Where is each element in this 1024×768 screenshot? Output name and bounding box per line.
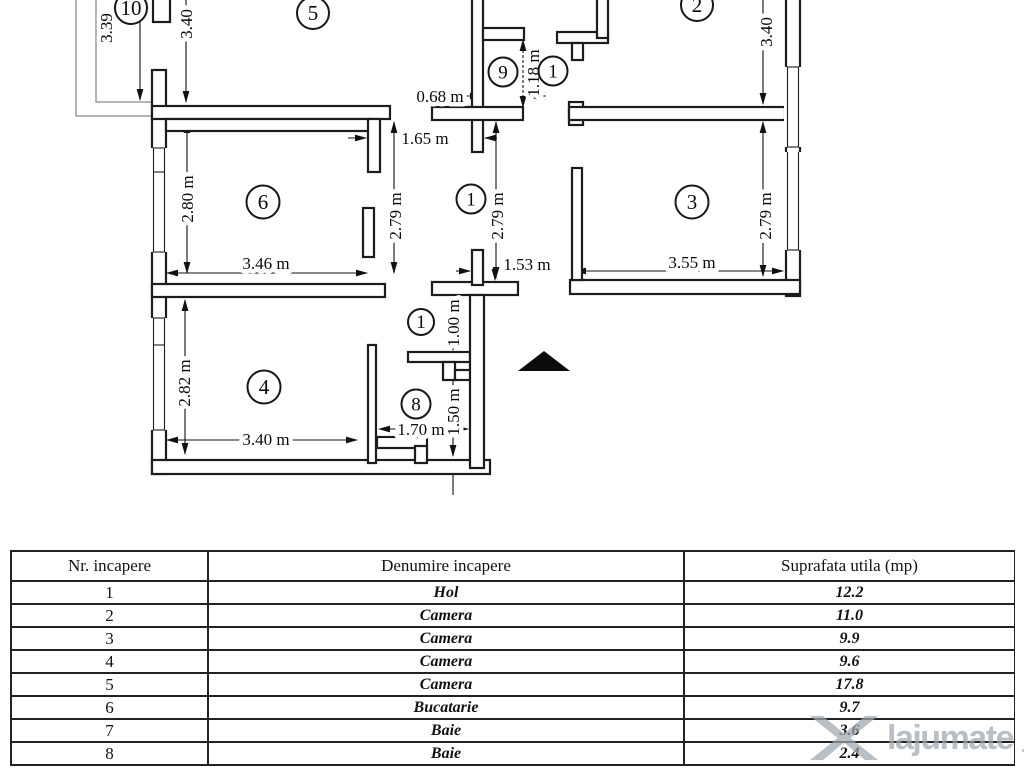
cell-suprafata: 17.8 xyxy=(683,672,1015,697)
room-table: Nr. incapere Denumire incapere Suprafata… xyxy=(10,550,1015,766)
dim-room9-width: 0.68 m xyxy=(416,87,463,106)
room-6-marker: 6 xyxy=(245,184,281,220)
dim-balcony-length: 3.39 xyxy=(97,13,116,43)
dim-hall1b-height: 1.00 m xyxy=(444,299,463,346)
dimension-labels: 3.39 3.40 1.18 m 3.40 0.68 m 1.65 m 2.80… xyxy=(93,5,781,454)
cell-denumire: Camera xyxy=(207,626,685,651)
header-suprafata-utila: Suprafata utila (mp) xyxy=(683,550,1015,582)
svg-text:8: 8 xyxy=(411,395,421,416)
window-right-2 xyxy=(784,152,802,251)
hall-1b-marker: 1 xyxy=(407,308,435,336)
dim-room4-width: 3.40 m xyxy=(242,430,289,449)
cell-nr: 4 xyxy=(10,649,209,674)
cell-nr: 8 xyxy=(10,741,209,766)
cell-suprafata: 9.7 xyxy=(683,695,1015,720)
cell-suprafata: 9.9 xyxy=(683,626,1015,651)
cell-denumire: Baie xyxy=(207,741,685,766)
cell-denumire: Camera xyxy=(207,672,685,697)
dim-room4-height: 2.82 m xyxy=(175,359,194,406)
floorplan-drawing: 3.39 3.40 1.18 m 3.40 0.68 m 1.65 m 2.80… xyxy=(75,0,802,495)
north-arrow-icon xyxy=(518,351,570,371)
dim-hall-height2: 2.79 m xyxy=(488,192,507,239)
cell-suprafata: 9.6 xyxy=(683,649,1015,674)
svg-text:9: 9 xyxy=(498,63,508,84)
dim-hall-width: 1.65 m xyxy=(401,129,448,148)
dim-room6-height: 2.80 m xyxy=(178,175,197,222)
entry-1-marker: 1 xyxy=(537,55,569,87)
window-right-1 xyxy=(784,66,802,148)
walls xyxy=(150,0,802,476)
cell-nr: 1 xyxy=(10,580,209,605)
room-10-marker: 10 xyxy=(114,0,148,25)
room-5-marker: 5 xyxy=(296,0,330,30)
header-denumire-incapere: Denumire incapere xyxy=(207,550,685,582)
svg-text:2: 2 xyxy=(692,0,703,17)
cell-denumire: Baie xyxy=(207,718,685,743)
cell-suprafata: 11.0 xyxy=(683,603,1015,628)
svg-text:4: 4 xyxy=(259,375,270,399)
cell-suprafata: 12.2 xyxy=(683,580,1015,605)
svg-text:1: 1 xyxy=(548,62,558,83)
svg-text:1: 1 xyxy=(466,190,476,211)
room-8-marker: 8 xyxy=(400,388,432,420)
header-nr-incapere: Nr. incapere xyxy=(10,550,209,582)
dim-hall-bottom-width: 1.53 m xyxy=(503,255,550,274)
dim-room3-height: 2.79 m xyxy=(756,192,775,239)
cell-nr: 5 xyxy=(10,672,209,697)
hall-1-marker: 1 xyxy=(455,183,487,215)
room-2-marker: 2 xyxy=(680,0,714,22)
cell-nr: 3 xyxy=(10,626,209,651)
dim-room6-width: 3.46 m xyxy=(242,254,289,273)
svg-text:1: 1 xyxy=(416,312,426,333)
window-left-2 xyxy=(150,317,168,431)
svg-text:10: 10 xyxy=(121,0,142,20)
table-header-row: Nr. incapere Denumire incapere Suprafata… xyxy=(10,550,1015,582)
cell-denumire: Hol xyxy=(207,580,685,605)
cell-suprafata: 3.6 xyxy=(683,718,1015,743)
svg-text:3: 3 xyxy=(687,190,698,214)
cell-nr: 7 xyxy=(10,718,209,743)
cell-suprafata: 2.4 xyxy=(683,741,1015,766)
cell-nr: 2 xyxy=(10,603,209,628)
dim-room3-width: 3.55 m xyxy=(668,253,715,272)
windows xyxy=(150,66,802,431)
room-4-marker: 4 xyxy=(246,369,282,405)
cell-denumire: Bucatarie xyxy=(207,695,685,720)
balcony-outline xyxy=(75,0,152,117)
dim-room2-height: 3.40 xyxy=(757,17,776,47)
window-left-1 xyxy=(150,147,168,253)
dimension-lines xyxy=(136,0,784,495)
dim-hall-height: 2.79 m xyxy=(386,192,405,239)
cell-denumire: Camera xyxy=(207,603,685,628)
dim-room8-height: 1.50 m xyxy=(444,388,463,435)
room-markers: 10 5 2 9 1 6 1 3 4 1 8 xyxy=(114,0,714,420)
room-9-marker: 9 xyxy=(487,56,519,88)
cell-nr: 6 xyxy=(10,695,209,720)
room-table-container: Nr. incapere Denumire incapere Suprafata… xyxy=(10,550,1015,768)
svg-text:6: 6 xyxy=(258,190,269,214)
svg-text:5: 5 xyxy=(308,1,319,25)
room-3-marker: 3 xyxy=(674,184,710,220)
dim-room8-width: 1.70 m xyxy=(397,420,444,439)
dim-balcony-length2: 3.40 xyxy=(177,9,196,39)
cell-denumire: Camera xyxy=(207,649,685,674)
